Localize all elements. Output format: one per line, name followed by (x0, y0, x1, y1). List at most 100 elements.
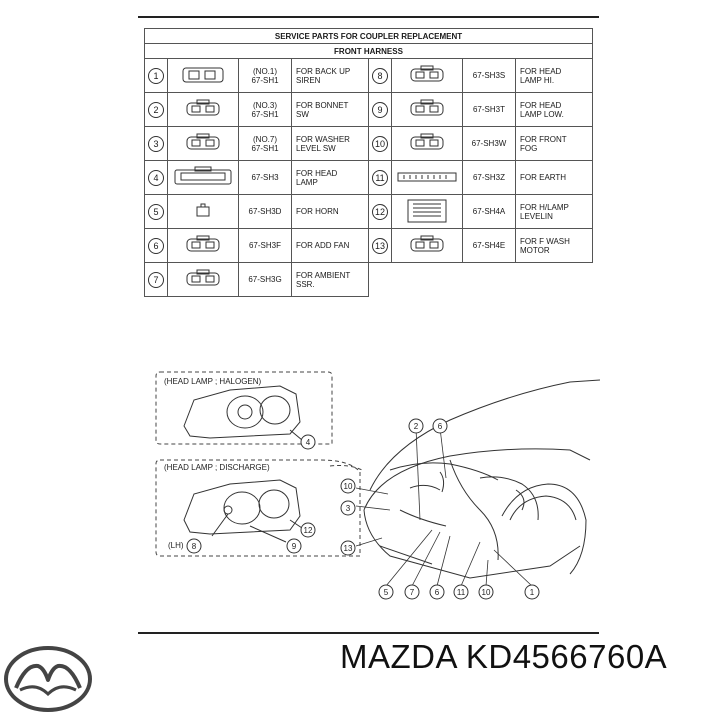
part-number-circle: 5 (148, 203, 164, 220)
part-description-line2: MOTOR (520, 245, 550, 255)
part-description-cell: FOR HORN (291, 194, 369, 229)
part-description-line1: FOR AMBIENT (296, 270, 351, 280)
part-description-line2: SSR. (296, 279, 315, 289)
svg-text:6: 6 (438, 422, 443, 431)
part-description-line1: FOR F WASH (520, 236, 570, 246)
callout-car-10: 10 (340, 478, 356, 494)
leader-lines (355, 427, 533, 587)
svg-text:6: 6 (435, 588, 440, 597)
callout-car-2: 2 (408, 418, 424, 434)
svg-text:2: 2 (414, 422, 419, 431)
part-description-line2: SW (296, 109, 309, 119)
part-number-circle: 4 (148, 169, 164, 186)
coupler-image-cell (391, 228, 463, 263)
svg-text:3: 3 (346, 504, 351, 513)
part-description-line1: FOR EARTH (520, 173, 567, 182)
connector-icon (407, 234, 447, 258)
coupler-parts-table: SERVICE PARTS FOR COUPLER REPLACEMENT FR… (144, 28, 593, 297)
part-code-cell: (NO.3)67-SH1 (238, 92, 292, 127)
part-number-circle: 9 (372, 101, 388, 118)
callout-discharge-8: 8 (186, 538, 202, 554)
coupler-image-cell (391, 194, 463, 229)
part-description-line1: FOR H/LAMP (520, 202, 569, 212)
coupler-image-cell (391, 126, 463, 161)
part-number-cell: 7 (144, 262, 168, 297)
halogen-inset-frame (155, 371, 333, 445)
part-code-cell: 67-SH3G (238, 262, 292, 297)
coupler-image-cell (391, 58, 463, 93)
callout-car-13: 13 (340, 540, 356, 556)
part-number-cell: 12 (368, 194, 392, 229)
part-number-cell: 13 (368, 228, 392, 263)
part-number-cell: 4 (144, 160, 168, 195)
part-description-line2: LEVEL SW (296, 143, 336, 153)
svg-text:7: 7 (410, 588, 415, 597)
part-code: 67-SH3D (248, 207, 282, 216)
brand-and-part-number: MAZDA KD4566760A (340, 638, 667, 676)
table-title: SERVICE PARTS FOR COUPLER REPLACEMENT (144, 28, 593, 44)
coupler-image-cell (167, 126, 239, 161)
part-code-cell: 67-SH3D (238, 194, 292, 229)
discharge-inset-frame (155, 459, 361, 557)
part-description-line2: LAMP HI. (520, 75, 555, 85)
part-code: 67-SH3G (248, 275, 282, 284)
table-subtitle: FRONT HARNESS (144, 43, 593, 59)
svg-text:9: 9 (292, 542, 297, 551)
part-code-cell: 67-SH3 (238, 160, 292, 195)
svg-text:10: 10 (482, 588, 491, 597)
part-number-circle: 7 (148, 271, 164, 288)
part-description-line2: FOG (520, 143, 538, 153)
part-number-circle: 13 (372, 237, 388, 254)
part-code: 67-SH1 (251, 143, 279, 153)
part-number-cell: 3 (144, 126, 168, 161)
part-number-cell: 5 (144, 194, 168, 229)
part-code: 67-SH3F (248, 241, 281, 250)
callout-car-3: 3 (340, 500, 356, 516)
coupler-image-cell (167, 228, 239, 263)
part-description-cell: FOR EARTH (515, 160, 593, 195)
part-description-line2: LAMP LOW. (520, 109, 564, 119)
part-description-line1: FOR FRONT (520, 134, 567, 144)
part-number-cell: 9 (368, 92, 392, 127)
part-code: 67-SH4A (472, 207, 506, 216)
callout-bottom-5: 5 (378, 584, 394, 600)
part-code: 67-SH1 (251, 109, 279, 119)
part-code-cell: (NO.7)67-SH1 (238, 126, 292, 161)
part-description-line2: SIREN (296, 75, 321, 85)
part-description-line2: LEVELIN (520, 211, 553, 221)
bottom-rule (138, 632, 599, 634)
part-number-cell: 2 (144, 92, 168, 127)
part-code: 67-SH3T (472, 105, 505, 114)
part-code-cell: 67-SH4E (462, 228, 516, 263)
connector-long-icon (173, 166, 233, 190)
connector-icon (183, 268, 223, 292)
part-code: 67-SH3W (471, 139, 507, 148)
connector-icon (183, 132, 223, 156)
connector-wide-icon (181, 65, 225, 87)
part-code-cell: 67-SH3T (462, 92, 516, 127)
part-code-cell: 67-SH3Z (462, 160, 516, 195)
empty-cell (369, 263, 593, 297)
coupler-image-cell (391, 92, 463, 127)
svg-text:10: 10 (344, 482, 353, 491)
lh-label: (LH) (168, 541, 184, 550)
coupler-image-cell (167, 262, 239, 297)
part-code-cell: 67-SH3F (238, 228, 292, 263)
part-description-line1: FOR HORN (296, 207, 339, 216)
discharge-label: (HEAD LAMP ; DISCHARGE) (164, 463, 270, 472)
part-code-note: (NO.1) (253, 66, 277, 76)
part-description-line2: LAMP (296, 177, 318, 187)
part-code: 67-SH1 (251, 75, 279, 85)
